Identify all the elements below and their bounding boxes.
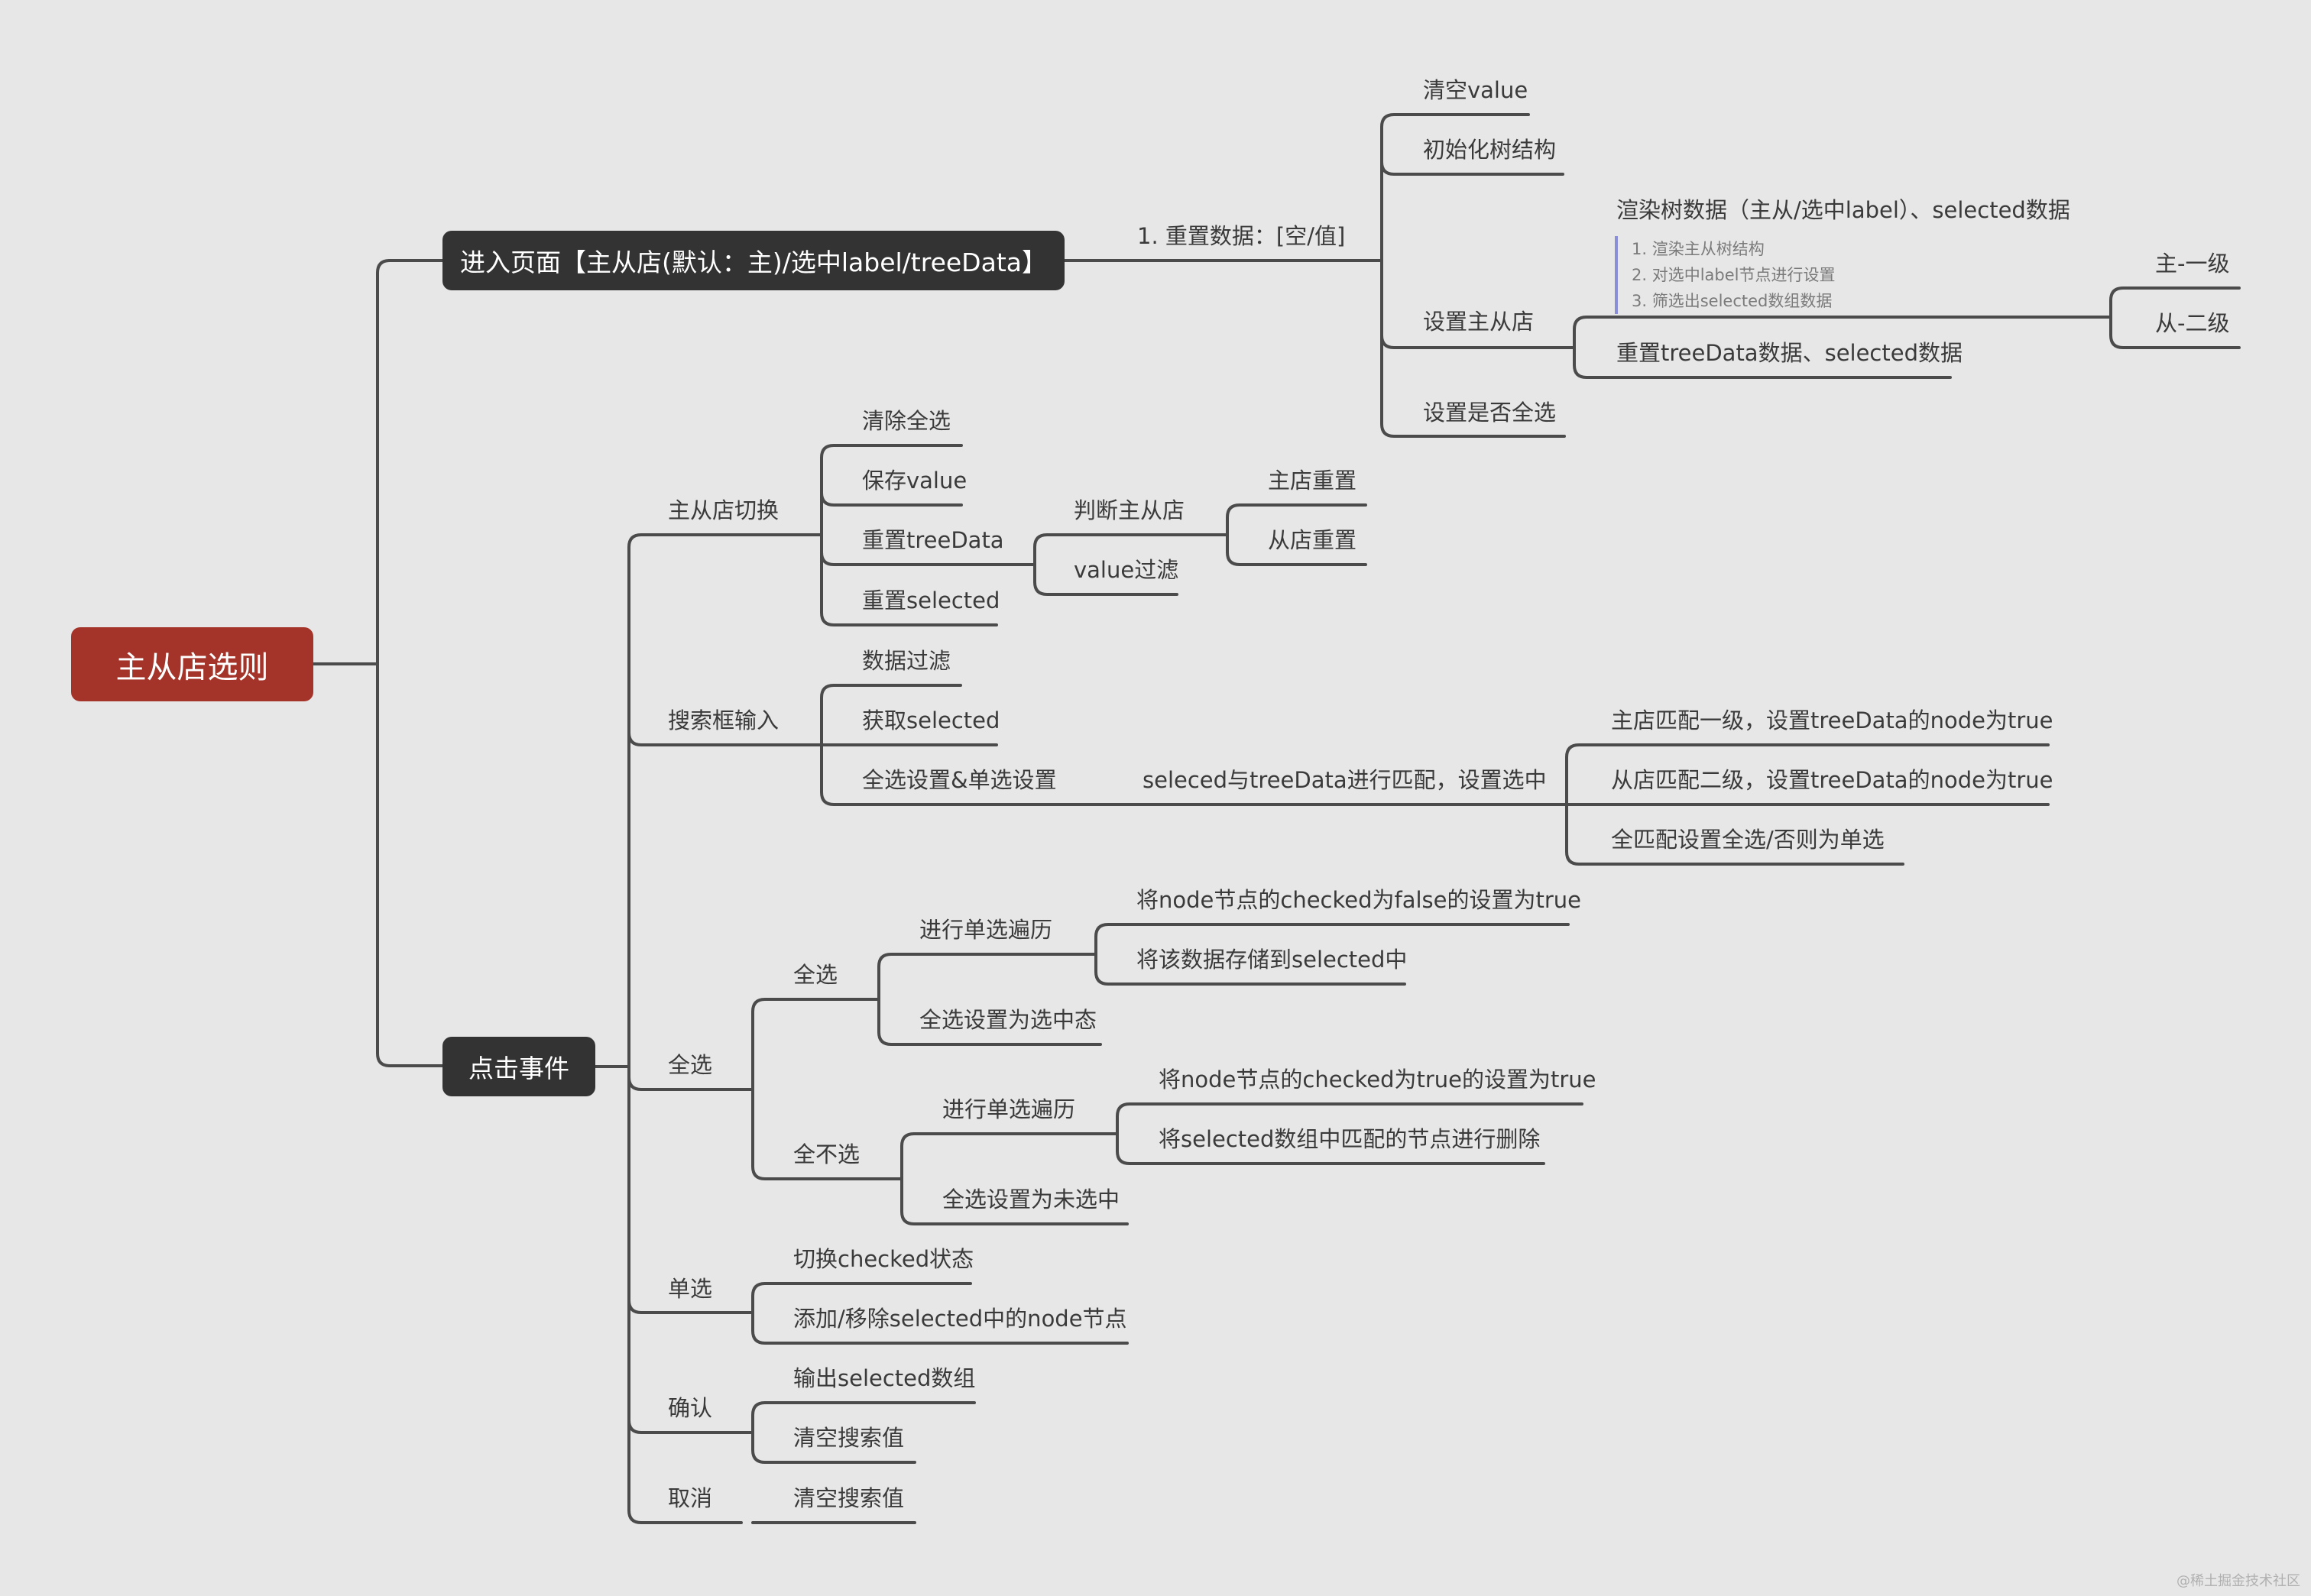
node-select-all[interactable]: 全选 xyxy=(793,962,838,988)
node-reset-tree-data[interactable]: 重置treeData数据、selected数据 xyxy=(1616,340,1963,366)
node-reset-selected[interactable]: 重置selected xyxy=(862,588,1000,613)
connector-line xyxy=(1380,113,1576,438)
node-none-set[interactable]: 将node节点的checked为true的设置为true xyxy=(1159,1067,1596,1093)
node-main-level[interactable]: 主-一级 xyxy=(2155,251,2230,277)
connector-line xyxy=(1565,743,2050,866)
topic-enter-page[interactable]: 进入页面【主从店(默认：主)/选中label/treeData】 xyxy=(442,231,1065,290)
node-sub-reset[interactable]: 从店重置 xyxy=(1268,527,1357,553)
node-select-all-group[interactable]: 全选 xyxy=(668,1052,713,1078)
node-add-remove[interactable]: 添加/移除selected中的node节点 xyxy=(793,1306,1127,1332)
node-none-state[interactable]: 全选设置为未选中 xyxy=(942,1186,1120,1212)
node-match-main[interactable]: 主店匹配一级，设置treeData的node为true xyxy=(1611,707,2053,733)
connector-lines xyxy=(312,113,2241,1524)
node-init-tree[interactable]: 初始化树结构 xyxy=(1423,137,1557,163)
connector-line xyxy=(810,684,1568,806)
node-output-selected[interactable]: 输出selected数组 xyxy=(793,1365,976,1391)
connector-line xyxy=(1226,503,1367,566)
note-line: 1. 渲染主从树结构 xyxy=(1632,240,1765,258)
node-render-tree[interactable]: 渲染树数据（主从/选中label）、selected数据 xyxy=(1616,197,2070,223)
node-match-sub[interactable]: 从店匹配二级，设置treeData的node为true xyxy=(1611,767,2053,793)
node-confirm-clear[interactable]: 清空搜索值 xyxy=(793,1425,905,1451)
note-line: 2. 对选中label节点进行设置 xyxy=(1632,266,1836,284)
note-line: 3. 筛选出selected数组数据 xyxy=(1632,292,1833,310)
node-clear-all[interactable]: 清除全选 xyxy=(862,408,951,434)
topic-click-events[interactable]: 点击事件 xyxy=(442,1037,595,1096)
connector-line xyxy=(876,953,1102,1046)
node-single[interactable]: 单选 xyxy=(668,1276,713,1302)
node-set-all[interactable]: 设置是否全选 xyxy=(1423,400,1557,426)
connector-line xyxy=(1094,923,1570,986)
node-switch-store[interactable]: 主从店切换 xyxy=(668,497,780,523)
node-reset-treedata[interactable]: 重置treeData xyxy=(862,527,1004,553)
connector-line xyxy=(740,1282,1129,1345)
node-select-settings[interactable]: 全选设置&单选设置 xyxy=(862,767,1057,793)
node-cancel-clear[interactable]: 清空搜索值 xyxy=(793,1485,905,1511)
connector-line xyxy=(1116,1102,1583,1165)
node-search-input[interactable]: 搜索框输入 xyxy=(668,707,780,733)
node-none-delete[interactable]: 将selected数组中匹配的节点进行删除 xyxy=(1159,1126,1541,1152)
node-render-notes: 1. 渲染主从树结构 2. 对选中label节点进行设置 3. 筛选出selec… xyxy=(1615,236,1836,314)
node-reset-data[interactable]: 1. 重置数据：[空/值] xyxy=(1137,223,1346,249)
connector-line xyxy=(594,533,813,1524)
watermark: @稀土掘金技术社区 xyxy=(2176,1573,2300,1589)
node-all-traverse[interactable]: 进行单选遍历 xyxy=(919,917,1053,943)
node-match-all[interactable]: 全匹配设置全选/否则为单选 xyxy=(1611,827,1885,853)
connector-line xyxy=(1033,533,1229,596)
node-save-value[interactable]: 保存value xyxy=(862,468,968,494)
node-confirm[interactable]: 确认 xyxy=(668,1395,713,1421)
connector-line xyxy=(312,259,444,1067)
node-cancel[interactable]: 取消 xyxy=(668,1485,713,1511)
node-clear-value[interactable]: 清空value xyxy=(1423,77,1528,103)
node-judge-store[interactable]: 判断主从店 xyxy=(1074,497,1185,523)
node-value-filter[interactable]: value过滤 xyxy=(1074,557,1179,583)
node-select-none[interactable]: 全不选 xyxy=(793,1141,861,1167)
connector-line xyxy=(810,444,1036,626)
connector-line xyxy=(2109,287,2241,349)
node-get-selected[interactable]: 获取selected xyxy=(862,707,1000,733)
connector-line xyxy=(740,998,902,1180)
node-toggle-checked[interactable]: 切换checked状态 xyxy=(793,1246,974,1272)
connector-line xyxy=(740,1401,976,1464)
connector-line xyxy=(1573,316,2112,379)
connector-line xyxy=(899,1132,1129,1225)
node-all-set-true[interactable]: 将node节点的checked为false的设置为true xyxy=(1136,887,1581,913)
node-none-traverse[interactable]: 进行单选遍历 xyxy=(942,1096,1076,1122)
node-match-treedata[interactable]: seleced与treeData进行匹配，设置选中 xyxy=(1143,767,1547,793)
node-all-store[interactable]: 将该数据存储到selected中 xyxy=(1136,947,1408,973)
node-set-main-sub[interactable]: 设置主从店 xyxy=(1423,309,1535,335)
node-data-filter[interactable]: 数据过滤 xyxy=(862,648,951,674)
root-topic[interactable]: 主从店选则 xyxy=(71,627,313,701)
node-sub-level[interactable]: 从-二级 xyxy=(2155,310,2230,336)
node-all-state[interactable]: 全选设置为选中态 xyxy=(919,1007,1097,1033)
node-main-reset[interactable]: 主店重置 xyxy=(1268,468,1357,494)
